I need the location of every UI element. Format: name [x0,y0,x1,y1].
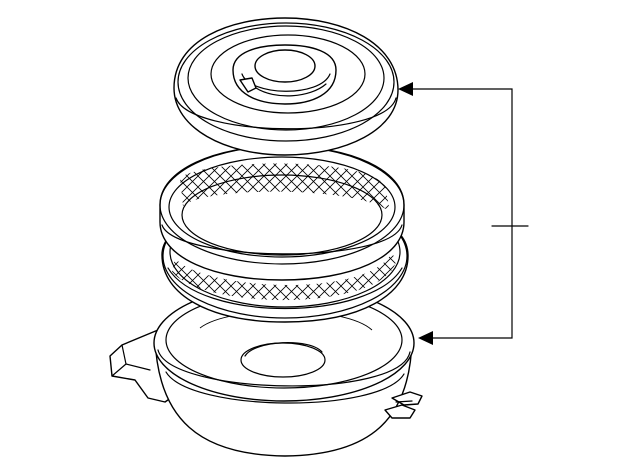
air-cleaner-cover[interactable] [173,17,399,156]
air-filter-element[interactable] [159,145,410,323]
arrow-to-housing [418,331,433,345]
arrow-to-cover [398,82,413,96]
callout-bracket [398,82,529,345]
